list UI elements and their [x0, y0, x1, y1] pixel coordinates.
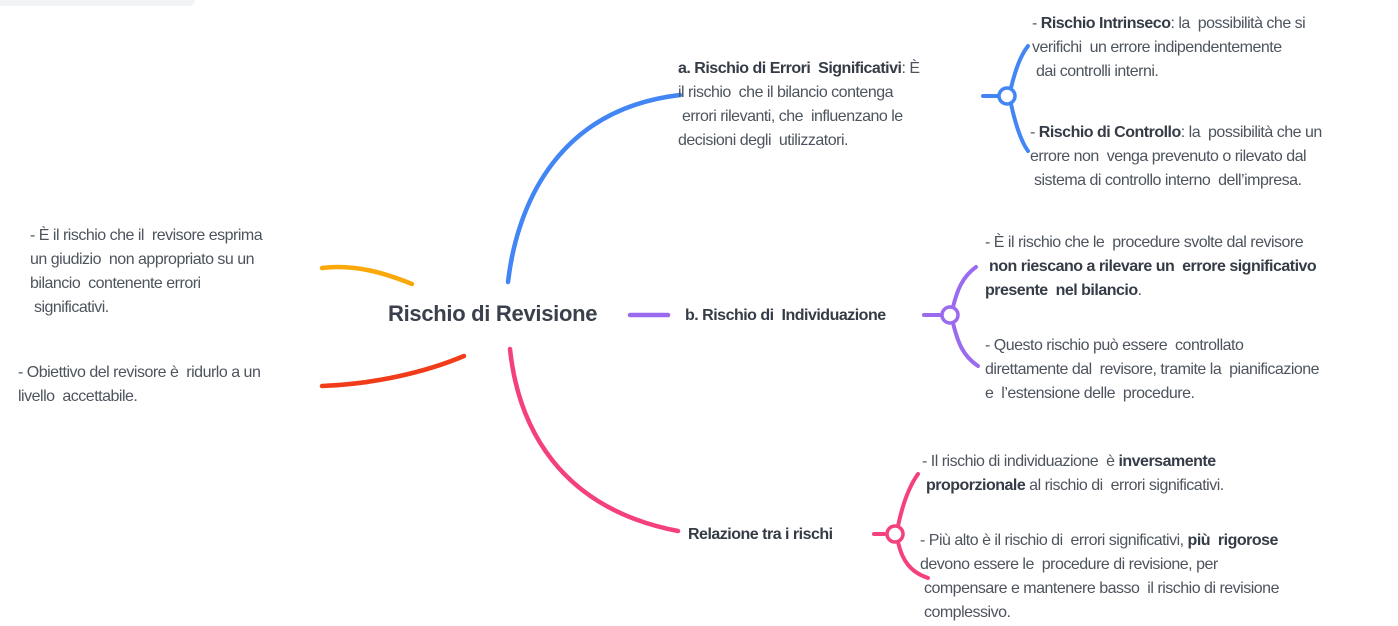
node-rischio-individuazione[interactable]: b. Rischio di Individuazione [685, 307, 886, 324]
branch-curve-inversamente [896, 472, 920, 528]
note-rischio-intrinseco[interactable]: - Rischio Intrinseco: la possibilità che… [1032, 15, 1306, 80]
note-piu-rigorose[interactable]: - Più alto è il rischio di errori signif… [920, 532, 1279, 621]
branch-curve-controllato [951, 321, 980, 368]
top-left-strip [0, 0, 195, 6]
note-rischio-controllo[interactable]: - Rischio di Controllo: la possibilità c… [1030, 124, 1322, 189]
branch-curve-intrinseco [1009, 44, 1030, 90]
junction-errori[interactable] [997, 86, 1017, 106]
branch-curve-obiettivo [319, 353, 467, 389]
note-procedure-revisore[interactable]: - È il rischio che le procedure svolte d… [985, 234, 1317, 299]
branch-curve-procedure [951, 265, 978, 309]
branch-curve-errori [505, 92, 683, 285]
branch-curve-relazione [507, 346, 681, 534]
branch-curve-controllo [1009, 102, 1030, 153]
root-node[interactable]: Rischio di Revisione [388, 301, 598, 326]
note-inversamente-proporzionale[interactable]: - Il rischio di individuazione è inversa… [922, 453, 1224, 494]
branch-curve-giudizio [319, 264, 415, 287]
node-relazione-rischi[interactable]: Relazione tra i rischi [688, 526, 833, 543]
junction-relazione[interactable] [885, 524, 905, 544]
branch-curve-rigorose [896, 540, 930, 580]
junction-individuazione[interactable] [940, 305, 960, 325]
